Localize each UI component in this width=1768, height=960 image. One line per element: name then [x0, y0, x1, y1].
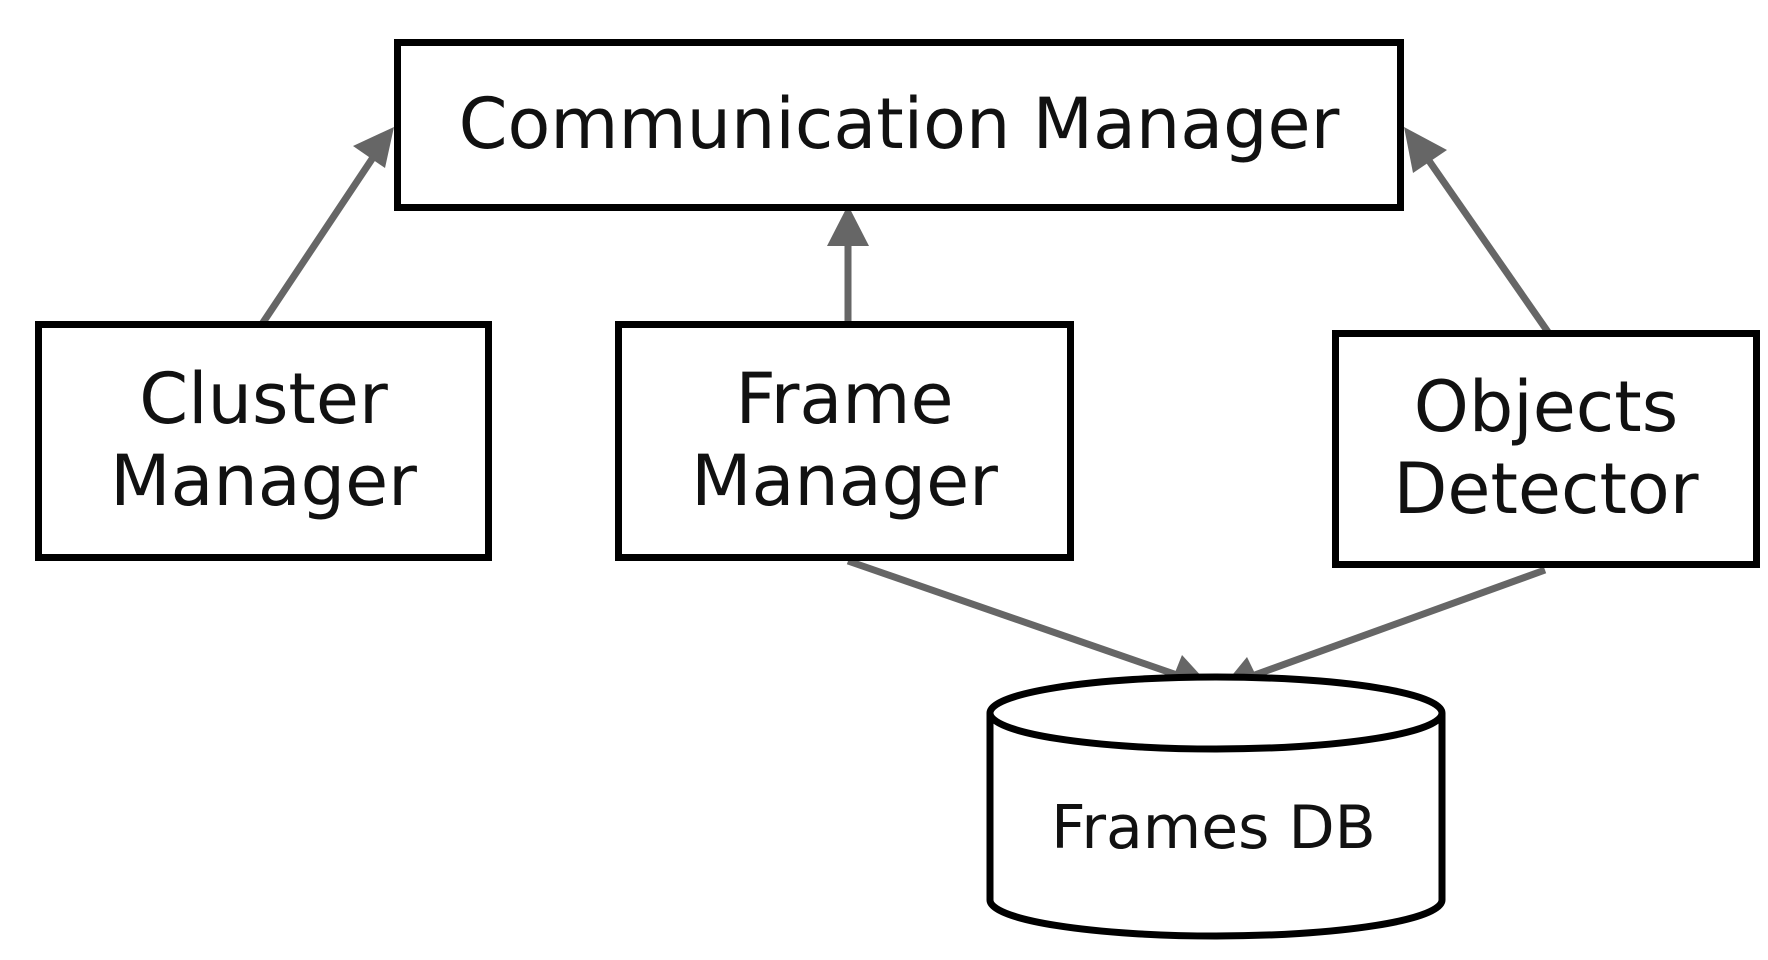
cluster-manager-box: Cluster Manager: [35, 321, 492, 561]
frame-manager-label: Frame Manager: [691, 358, 998, 522]
objects-detector-label: Objects Detector: [1393, 366, 1699, 530]
communication-manager-box: Communication Manager: [394, 39, 1404, 211]
arrow-detector-to-db: [1250, 566, 1547, 680]
arrow-detector-to-comm: [1422, 153, 1551, 334]
communication-manager-label: Communication Manager: [458, 83, 1340, 166]
arrowhead-cluster-to-comm: [353, 127, 394, 168]
frames-db-label: Frames DB: [1051, 793, 1376, 863]
frame-manager-box: Frame Manager: [615, 321, 1074, 561]
arrow-frame-to-db: [846, 557, 1182, 680]
frames-db-cylinder: [986, 673, 1446, 940]
cluster-manager-label: Cluster Manager: [110, 358, 417, 522]
arrowhead-detector-to-comm: [1404, 127, 1447, 173]
objects-detector-box: Objects Detector: [1332, 330, 1760, 568]
arrow-cluster-to-comm: [259, 148, 381, 326]
arrowhead-frame-to-comm: [827, 205, 869, 246]
